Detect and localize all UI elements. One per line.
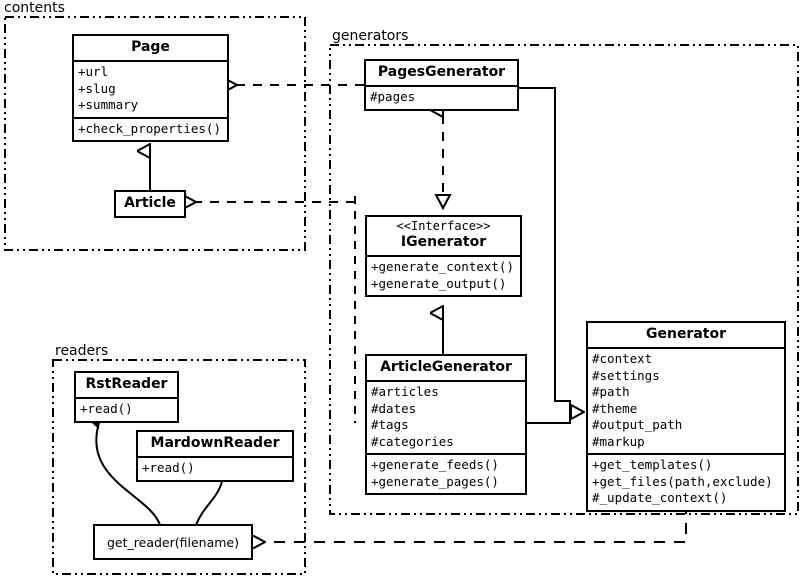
package-frame-readers: [52, 359, 306, 575]
class-igenerator-title: IGenerator: [400, 233, 487, 250]
attribute: #pages: [370, 89, 416, 105]
operation: +generate_feeds(): [371, 457, 499, 473]
attribute: #path: [592, 384, 630, 400]
package-label-readers: readers: [53, 343, 112, 359]
class-article-generator[interactable]: ArticleGenerator #articles #dates #tags …: [365, 354, 527, 496]
operation: #_update_context(): [592, 490, 728, 506]
attribute: #output_path: [592, 417, 683, 433]
package-label-contents: contents: [2, 0, 68, 16]
operation: +get_files(path,exclude): [592, 473, 773, 489]
class-rst-reader-operations: +read(): [76, 397, 177, 421]
class-generator[interactable]: Generator #context #settings #path #them…: [586, 321, 786, 512]
function-get-reader-label: get_reader(filename): [107, 534, 239, 550]
package-frame-generators: [329, 44, 799, 515]
attribute: #settings: [592, 367, 660, 383]
attribute: #theme: [592, 400, 638, 416]
attribute: #articles: [371, 384, 439, 400]
relation-getreader-to-rstreader: [96, 423, 161, 526]
class-pages-generator-title: PagesGenerator: [377, 64, 506, 80]
relation-articlegenerator-to-generator: [527, 412, 584, 424]
operation: +get_templates(): [592, 457, 713, 473]
class-mardown-reader-operations: +read(): [138, 456, 292, 480]
class-page-operations: +check_properties(): [74, 116, 227, 141]
package-label-generators: generators: [330, 28, 412, 44]
attribute: +summary: [78, 97, 139, 113]
attribute: #categories: [371, 433, 454, 449]
attribute: #tags: [371, 417, 409, 433]
operation: +check_properties(): [78, 120, 221, 136]
attribute: #markup: [592, 433, 645, 449]
class-article[interactable]: Article: [114, 190, 186, 219]
attribute: #context: [592, 351, 653, 367]
class-igenerator-operations: +generate_context() +generate_output(): [367, 255, 520, 295]
class-igenerator[interactable]: <<Interface>> IGenerator +generate_conte…: [365, 215, 522, 298]
class-generator-operations: +get_templates() +get_files(path,exclude…: [588, 453, 784, 510]
operation: +generate_output(): [371, 275, 507, 291]
attribute: +url: [78, 64, 109, 80]
class-generator-title: Generator: [645, 326, 726, 342]
class-page-attributes: +url +slug +summary: [74, 60, 227, 117]
class-pages-generator-attributes: #pages: [366, 85, 517, 109]
class-page-title: Page: [131, 39, 170, 55]
class-page[interactable]: Page +url +slug +summary +check_properti…: [72, 34, 229, 143]
class-article-generator-operations: +generate_feeds() +generate_pages(): [367, 453, 525, 493]
class-generator-attributes: #context #settings #path #theme #output_…: [588, 347, 784, 453]
package-frame-contents: [4, 16, 306, 251]
class-igenerator-stereotype: <<Interface>>: [396, 219, 491, 233]
attribute: +slug: [78, 80, 116, 96]
class-rst-reader[interactable]: RstReader +read(): [74, 371, 179, 423]
realization-arrowhead-igenerator: [434, 194, 452, 211]
class-pages-generator[interactable]: PagesGenerator #pages: [364, 59, 519, 111]
operation: +read(): [142, 460, 195, 476]
class-mardown-reader[interactable]: MardownReader +read(): [136, 430, 294, 482]
operation: +read(): [80, 401, 133, 417]
class-rst-reader-title: RstReader: [85, 376, 168, 392]
operation: +generate_context(): [371, 259, 514, 275]
class-mardown-reader-title: MardownReader: [150, 435, 280, 451]
attribute: #dates: [371, 400, 417, 416]
class-article-title: Article: [124, 195, 176, 211]
operation: +generate_pages(): [371, 473, 499, 489]
class-article-generator-attributes: #articles #dates #tags #categories: [367, 380, 525, 453]
function-get-reader[interactable]: get_reader(filename): [93, 524, 253, 560]
class-article-generator-title: ArticleGenerator: [380, 359, 512, 375]
